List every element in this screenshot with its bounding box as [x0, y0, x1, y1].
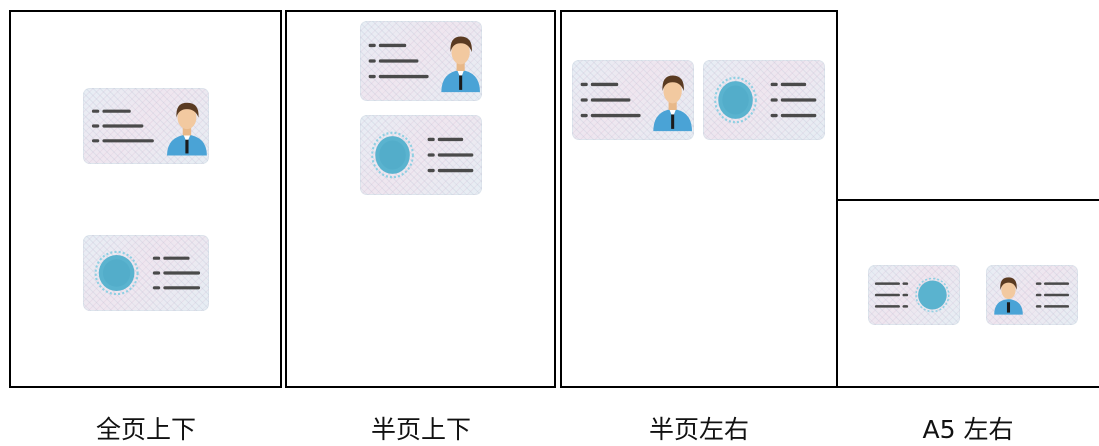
page-layout-full-top-bottom: [9, 10, 282, 388]
id-card-back-icon: [83, 235, 209, 311]
id-card-back-icon: [360, 115, 482, 195]
id-card-front-icon: [83, 88, 209, 164]
id-card-front-icon: [986, 265, 1078, 325]
layout-caption: A5 左右: [922, 415, 1014, 444]
page-layout-a5-left-right: [836, 199, 1099, 388]
layout-caption: 半页上下: [370, 415, 472, 444]
layout-caption: 半页左右: [648, 415, 750, 444]
page-layout-half-top-bottom: [285, 10, 556, 388]
layout-caption: 全页上下: [95, 415, 197, 444]
page-layout-half-left-right: [560, 10, 838, 388]
id-card-back-icon: [703, 60, 825, 140]
id-card-back-icon: [868, 265, 960, 325]
id-card-front-icon: [360, 21, 482, 101]
id-card-front-icon: [572, 60, 694, 140]
